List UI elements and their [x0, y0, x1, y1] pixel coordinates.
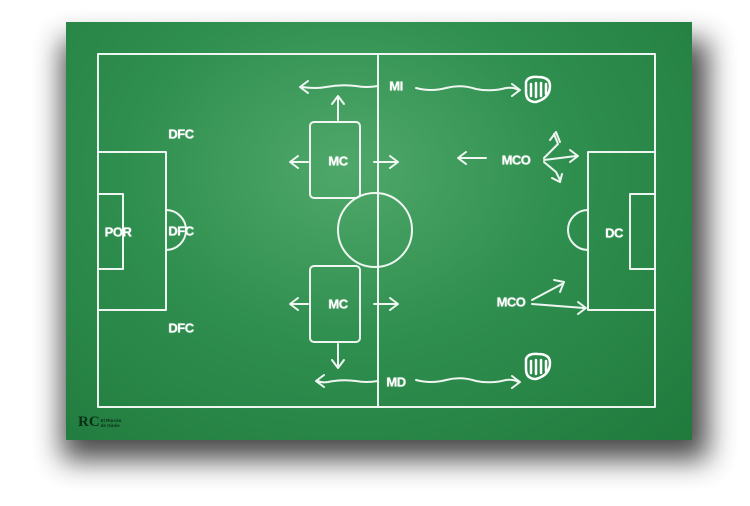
logo-mark: RC: [78, 414, 100, 430]
mi-right-arrow: [415, 83, 521, 97]
mco-top-up-arrow: [543, 131, 561, 159]
right-penalty-arc: [567, 209, 589, 251]
mco-top-left-arrow: [457, 151, 487, 165]
md-target-icon: [524, 352, 552, 381]
mi-label: MI: [389, 78, 403, 94]
logo-text: El Rincón de Ginés: [101, 418, 122, 428]
mc-top-label: MC: [328, 153, 348, 169]
mco-top-right-arrow: [543, 149, 579, 163]
tactics-board: DFC DFC DFC POR MC MC MI MD MCO MCO DC R…: [66, 22, 692, 440]
mc-bottom-label: MC: [328, 296, 348, 312]
md-left-arrow: [315, 374, 379, 388]
md-right-arrow: [415, 375, 521, 389]
mc-bottom-zone: [309, 265, 361, 343]
dfc-mid-label: DFC: [168, 223, 194, 239]
right-goal-area: [629, 193, 656, 270]
brand-logo: RC El Rincón de Ginés: [78, 414, 121, 431]
pitch-lines: [97, 53, 656, 408]
logo-line-2: de Ginés: [100, 422, 120, 428]
mco-top-down-arrow: [543, 161, 563, 183]
mc-top-zone: [309, 121, 361, 199]
mc-top-right-arrow: [373, 155, 399, 169]
logo-line-1: El Rincón: [100, 417, 122, 423]
mi-target-icon: [524, 75, 552, 104]
mc-bottom-down-arrow: [331, 343, 345, 369]
md-label: MD: [386, 374, 406, 390]
dfc-bottom-label: DFC: [168, 320, 194, 336]
mc-bottom-right-arrow: [373, 297, 399, 311]
por-label: POR: [104, 224, 132, 240]
center-circle: [337, 192, 413, 268]
mc-bottom-left-arrow: [289, 297, 309, 311]
left-goal-area: [97, 193, 124, 270]
mc-top-up-arrow: [331, 95, 345, 121]
mc-top-left-arrow: [289, 155, 309, 169]
dfc-top-label: DFC: [168, 126, 194, 142]
mco-bottom-label: MCO: [496, 294, 526, 310]
mco-bottom-up-arrow: [531, 279, 565, 301]
mco-top-label: MCO: [501, 152, 531, 168]
left-penalty-arc: [165, 209, 187, 251]
dc-label: DC: [605, 225, 623, 241]
mco-bottom-right-arrow: [531, 301, 587, 315]
mi-left-arrow: [299, 80, 379, 94]
